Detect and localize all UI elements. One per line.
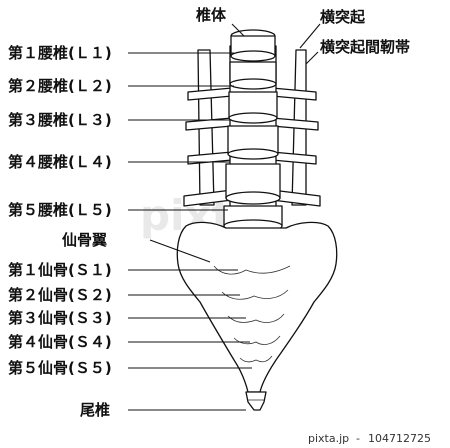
labels: 椎体 横突起 横突起間靭帯 第１腰椎(Ｌ１) 第２腰椎(Ｌ２) 第３腰椎(Ｌ３)… [8, 6, 410, 419]
spine-illustration [176, 29, 338, 411]
label-vertebral-body: 椎体 [196, 6, 227, 24]
credit-separator: - [356, 432, 360, 445]
label-l5: 第５腰椎(Ｌ５) [8, 201, 112, 219]
leader-lines [128, 23, 321, 411]
label-transverse-process: 横突起 [320, 8, 366, 26]
right-transverse-processes [271, 49, 321, 207]
credit-site: pixta.jp [308, 432, 349, 445]
label-l1: 第１腰椎(Ｌ１) [8, 44, 112, 62]
label-s4: 第４仙骨(Ｓ４) [8, 333, 112, 351]
label-coccyx: 尾椎 [80, 401, 110, 419]
credit-id: 104712725 [368, 432, 431, 445]
label-l2: 第２腰椎(Ｌ２) [8, 77, 112, 95]
label-s2: 第２仙骨(Ｓ２) [8, 286, 112, 304]
sacral-segment-lines [213, 265, 291, 363]
label-l4: 第４腰椎(Ｌ４) [8, 153, 112, 171]
lumbar-vertebral-bodies [223, 29, 283, 233]
coccyx [245, 391, 267, 411]
label-s5: 第５仙骨(Ｓ５) [8, 359, 112, 377]
label-intertransverse-ligament: 横突起間靭帯 [320, 38, 410, 56]
label-s1: 第１仙骨(Ｓ１) [8, 261, 112, 279]
left-transverse-processes [183, 49, 233, 207]
label-s3: 第３仙骨(Ｓ３) [8, 309, 112, 327]
label-l3: 第３腰椎(Ｌ３) [8, 111, 112, 129]
sacrum [176, 221, 338, 393]
credit-line: pixta.jp - 104712725 [308, 432, 431, 445]
label-sacral-wing: 仙骨翼 [62, 231, 107, 249]
